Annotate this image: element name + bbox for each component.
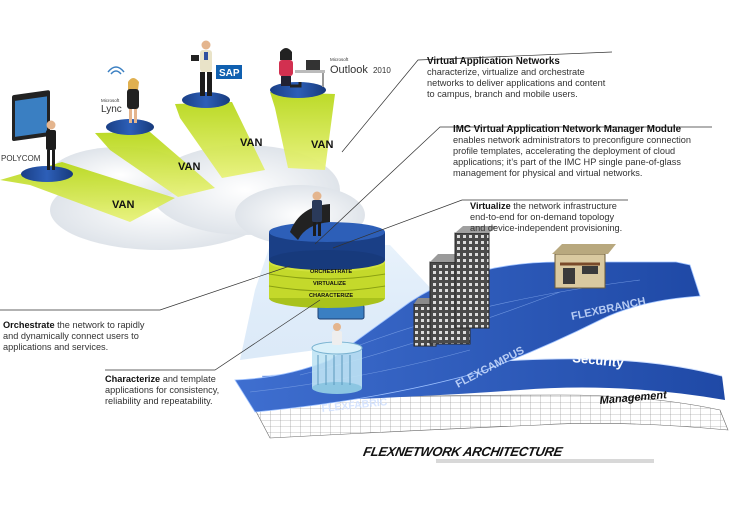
callout-orchestrate-line-2: applications and services. xyxy=(3,342,109,352)
callout-characterize-first: and template xyxy=(160,374,216,384)
stack-label-characterize: CHARACTERIZE xyxy=(309,293,353,299)
callout-virtualize: Virtualize the network infrastructure en… xyxy=(470,201,670,234)
footer-title: FLEXNETWORK ARCHITECTURE xyxy=(362,444,565,459)
callout-virtualize-first-line: Virtualize the network infrastructure xyxy=(470,201,670,212)
callout-characterize: Characterize and template applications f… xyxy=(105,374,275,407)
callout-orchestrate-line-1: and dynamically connect users to xyxy=(3,331,139,341)
callout-imc-line-2: profile templates, accelerating the depl… xyxy=(453,146,676,156)
sap-logo-box xyxy=(216,65,242,79)
desk xyxy=(295,70,325,73)
virtualization-stack xyxy=(268,191,386,308)
sap-user xyxy=(191,40,212,96)
callout-van-line-2: networks to deliver applications and con… xyxy=(427,78,606,88)
van-beams xyxy=(0,92,335,222)
callout-orchestrate-keyword: Orchestrate xyxy=(3,320,55,330)
callout-virtualize-line-2: and device-independent provisioning. xyxy=(470,223,623,233)
grid-layer xyxy=(249,394,729,439)
callout-van-line-3: to campus, branch and mobile users. xyxy=(427,89,578,99)
callout-orchestrate-first-line: Orchestrate the network to rapidly xyxy=(3,320,193,331)
lync-logo: Lync xyxy=(101,104,122,115)
callout-imc-line-3: applications; it’s part of the IMC HP si… xyxy=(453,157,681,167)
fabric-datacenter xyxy=(311,304,365,394)
tower-right xyxy=(454,232,490,329)
callout-imc-line-4: management for physical and virtual netw… xyxy=(453,168,643,178)
lync-user xyxy=(107,66,139,123)
callout-characterize-line-1: applications for consistency, xyxy=(105,385,220,395)
callout-imc: IMC Virtual Application Network Manager … xyxy=(453,124,743,179)
label-security: Security xyxy=(572,350,625,370)
stack-label-orchestrate: ORCHESTRATE xyxy=(310,269,352,275)
outlook-logo-small: Microsoft xyxy=(330,57,349,62)
callout-imc-line-1: enables network administrators to precon… xyxy=(453,135,691,145)
footer-underline xyxy=(436,459,654,463)
callout-characterize-line-2: reliability and repeatability. xyxy=(105,396,213,406)
outlook-logo: Outlook 2010 xyxy=(330,64,391,76)
callout-van-title: Virtual Application Networks xyxy=(427,56,560,67)
outlook-user xyxy=(279,48,325,88)
label-management: Management xyxy=(599,389,668,407)
sap-logo: SAP xyxy=(219,68,240,79)
van-label-2: VAN xyxy=(178,161,200,173)
callout-orchestrate: Orchestrate the network to rapidly and d… xyxy=(3,320,193,353)
callout-van: Virtual Application Networks characteriz… xyxy=(427,56,627,100)
callout-van-line-1: characterize, virtualize and orchestrate xyxy=(427,67,585,77)
lync-logo-small: Microsoft xyxy=(101,98,120,103)
outlook-logo-year: 2010 xyxy=(373,66,391,75)
callout-characterize-keyword: Characterize xyxy=(105,374,161,384)
callout-virtualize-line-1: end-to-end for on-demand topology xyxy=(470,212,615,222)
callout-imc-title: IMC Virtual Application Network Manager … xyxy=(453,124,682,135)
stack-label-virtualize: VIRTUALIZE xyxy=(313,281,346,287)
van-label-3: VAN xyxy=(240,137,262,149)
van-label-1: VAN xyxy=(112,199,134,211)
branch-building xyxy=(552,244,616,289)
callout-virtualize-keyword: Virtualize xyxy=(470,201,511,211)
campus-buildings xyxy=(413,226,497,347)
polycom-user xyxy=(12,90,56,170)
wifi-icon xyxy=(107,66,125,75)
callout-characterize-first-line: Characterize and template xyxy=(105,374,275,385)
van-label-4: VAN xyxy=(311,139,333,151)
callout-lines xyxy=(0,51,712,371)
callout-virtualize-first: the network infrastructure xyxy=(510,201,617,211)
callout-orchestrate-first: the network to rapidly xyxy=(54,320,145,330)
polycom-logo: POLYCOM xyxy=(1,154,41,163)
user-discs xyxy=(21,82,326,182)
outlook-logo-name: Outlook xyxy=(330,64,368,76)
